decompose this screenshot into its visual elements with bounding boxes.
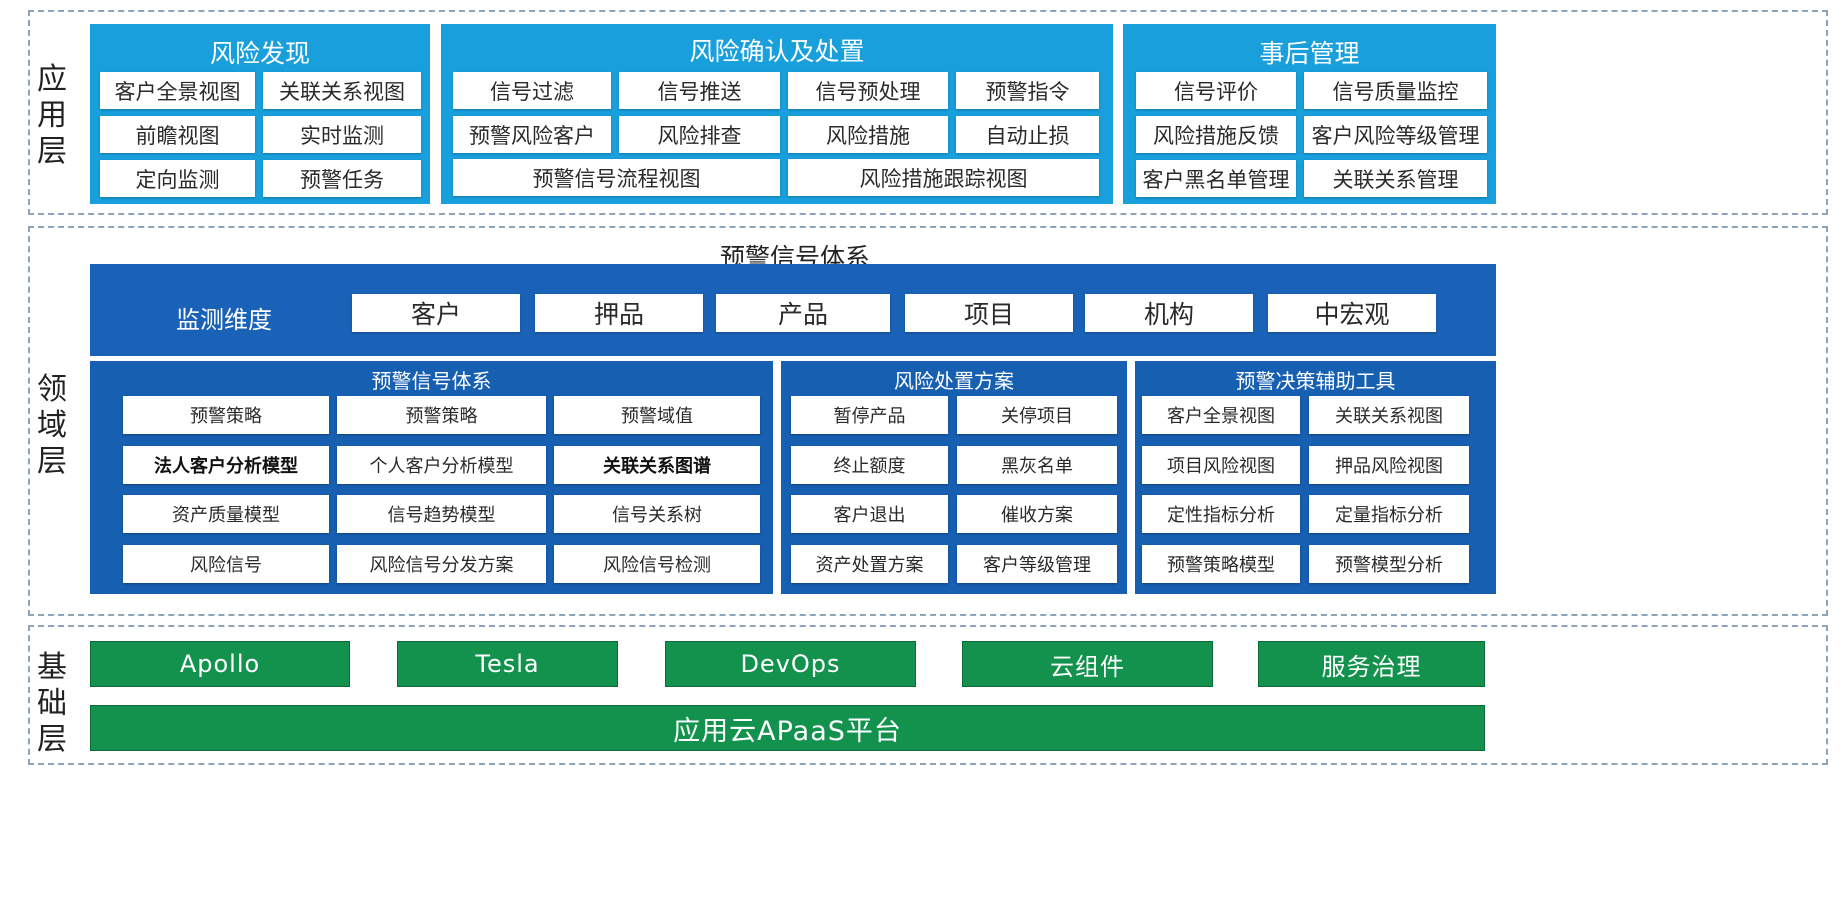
monitor-dimension-bar: 监测维度 客户 押品 产品 项目 机构 中宏观 <box>90 264 1496 356</box>
signal-cell[interactable]: 信号关系树 <box>554 495 760 533</box>
signal-cell[interactable]: 关联关系图谱 <box>554 446 760 484</box>
dimension-item[interactable]: 产品 <box>716 294 890 332</box>
tools-cell[interactable]: 预警模型分析 <box>1309 545 1469 583</box>
tools-cell[interactable]: 关联关系视图 <box>1309 396 1469 434</box>
tools-cell[interactable]: 押品风险视图 <box>1309 446 1469 484</box>
post-cell[interactable]: 信号评价 <box>1136 72 1296 109</box>
application-layer <box>28 10 1828 215</box>
discovery-cell[interactable]: 前瞻视图 <box>100 116 255 153</box>
confirm-cell[interactable]: 自动止损 <box>956 116 1099 153</box>
post-management-title: 事后管理 <box>1259 39 1360 68</box>
discovery-cell[interactable]: 客户全景视图 <box>100 72 255 109</box>
monitor-dimension-label: 监测维度 <box>176 306 272 334</box>
application-layer-label: 应用层 <box>37 62 67 169</box>
post-cell[interactable]: 客户风险等级管理 <box>1304 116 1487 153</box>
base-component-governance[interactable]: 服务治理 <box>1258 641 1485 687</box>
signal-cell[interactable]: 预警策略 <box>123 396 329 434</box>
post-cell[interactable]: 客户黑名单管理 <box>1136 160 1296 197</box>
risk-disposal-title: 风险处置方案 <box>894 369 1014 393</box>
signal-cell[interactable]: 资产质量模型 <box>123 495 329 533</box>
warning-signal-title: 预警信号体系 <box>371 369 492 393</box>
domain-layer <box>28 226 1828 616</box>
confirm-cell[interactable]: 风险排查 <box>619 116 780 153</box>
risk-discovery-panel: 风险发现 客户全景视图 关联关系视图 前瞻视图 实时监测 定向监测 预警任务 <box>90 24 430 204</box>
tools-cell[interactable]: 定量指标分析 <box>1309 495 1469 533</box>
decision-tools-panel: 预警决策辅助工具 客户全景视图 关联关系视图 项目风险视图 押品风险视图 定性指… <box>1135 361 1496 594</box>
dimension-item[interactable]: 机构 <box>1085 294 1253 332</box>
post-cell[interactable]: 信号质量监控 <box>1304 72 1487 109</box>
dimension-item[interactable]: 客户 <box>352 294 520 332</box>
discovery-cell[interactable]: 定向监测 <box>100 160 255 197</box>
apaas-platform-bar[interactable]: 应用云APaaS平台 <box>90 705 1485 751</box>
tools-cell[interactable]: 项目风险视图 <box>1142 446 1300 484</box>
post-cell[interactable]: 关联关系管理 <box>1304 160 1487 197</box>
signal-cell[interactable]: 风险信号分发方案 <box>337 545 546 583</box>
base-component-cloud[interactable]: 云组件 <box>962 641 1213 687</box>
dimension-item[interactable]: 项目 <box>905 294 1073 332</box>
confirm-cell[interactable]: 信号推送 <box>619 72 780 109</box>
disposal-cell[interactable]: 客户退出 <box>791 495 948 533</box>
signal-cell[interactable]: 风险信号 <box>123 545 329 583</box>
base-component-apollo[interactable]: Apollo <box>90 641 350 687</box>
signal-cell[interactable]: 预警域值 <box>554 396 760 434</box>
discovery-cell[interactable]: 实时监测 <box>263 116 421 153</box>
signal-cell[interactable]: 法人客户分析模型 <box>123 446 329 484</box>
base-component-devops[interactable]: DevOps <box>665 641 916 687</box>
warning-signal-panel: 预警信号体系 预警策略 预警策略 预警域值 法人客户分析模型 个人客户分析模型 … <box>90 361 773 594</box>
base-layer-label: 基础层 <box>37 650 67 757</box>
risk-confirm-panel: 风险确认及处置 信号过滤 信号推送 信号预处理 预警指令 预警风险客户 风险排查… <box>441 24 1113 204</box>
risk-disposal-panel: 风险处置方案 暂停产品 关停项目 终止额度 黑灰名单 客户退出 催收方案 资产处… <box>781 361 1127 594</box>
tools-cell[interactable]: 客户全景视图 <box>1142 396 1300 434</box>
confirm-cell[interactable]: 信号预处理 <box>788 72 948 109</box>
discovery-cell[interactable]: 预警任务 <box>263 160 421 197</box>
base-component-tesla[interactable]: Tesla <box>397 641 618 687</box>
decision-tools-title: 预警决策辅助工具 <box>1235 369 1396 393</box>
confirm-cell[interactable]: 预警信号流程视图 <box>453 159 780 196</box>
confirm-cell[interactable]: 风险措施 <box>788 116 948 153</box>
post-management-panel: 事后管理 信号评价 信号质量监控 风险措施反馈 客户风险等级管理 客户黑名单管理… <box>1123 24 1496 204</box>
tools-cell[interactable]: 定性指标分析 <box>1142 495 1300 533</box>
signal-cell[interactable]: 风险信号检测 <box>554 545 760 583</box>
signal-cell[interactable]: 个人客户分析模型 <box>337 446 546 484</box>
post-cell[interactable]: 风险措施反馈 <box>1136 116 1296 153</box>
signal-cell[interactable]: 信号趋势模型 <box>337 495 546 533</box>
disposal-cell[interactable]: 催收方案 <box>957 495 1117 533</box>
disposal-cell[interactable]: 资产处置方案 <box>791 545 948 583</box>
disposal-cell[interactable]: 黑灰名单 <box>957 446 1117 484</box>
dimension-item[interactable]: 中宏观 <box>1268 294 1436 332</box>
base-layer <box>28 625 1828 765</box>
disposal-cell[interactable]: 终止额度 <box>791 446 948 484</box>
risk-confirm-title: 风险确认及处置 <box>689 37 865 66</box>
disposal-cell[interactable]: 暂停产品 <box>791 396 948 434</box>
signal-cell[interactable]: 预警策略 <box>337 396 546 434</box>
confirm-cell[interactable]: 信号过滤 <box>453 72 611 109</box>
domain-layer-label: 领域层 <box>37 372 67 479</box>
confirm-cell[interactable]: 预警指令 <box>956 72 1099 109</box>
disposal-cell[interactable]: 关停项目 <box>957 396 1117 434</box>
dimension-item[interactable]: 押品 <box>535 294 703 332</box>
confirm-cell[interactable]: 风险措施跟踪视图 <box>788 159 1099 196</box>
risk-discovery-title: 风险发现 <box>209 39 310 68</box>
discovery-cell[interactable]: 关联关系视图 <box>263 72 421 109</box>
disposal-cell[interactable]: 客户等级管理 <box>957 545 1117 583</box>
confirm-cell[interactable]: 预警风险客户 <box>453 116 611 153</box>
tools-cell[interactable]: 预警策略模型 <box>1142 545 1300 583</box>
